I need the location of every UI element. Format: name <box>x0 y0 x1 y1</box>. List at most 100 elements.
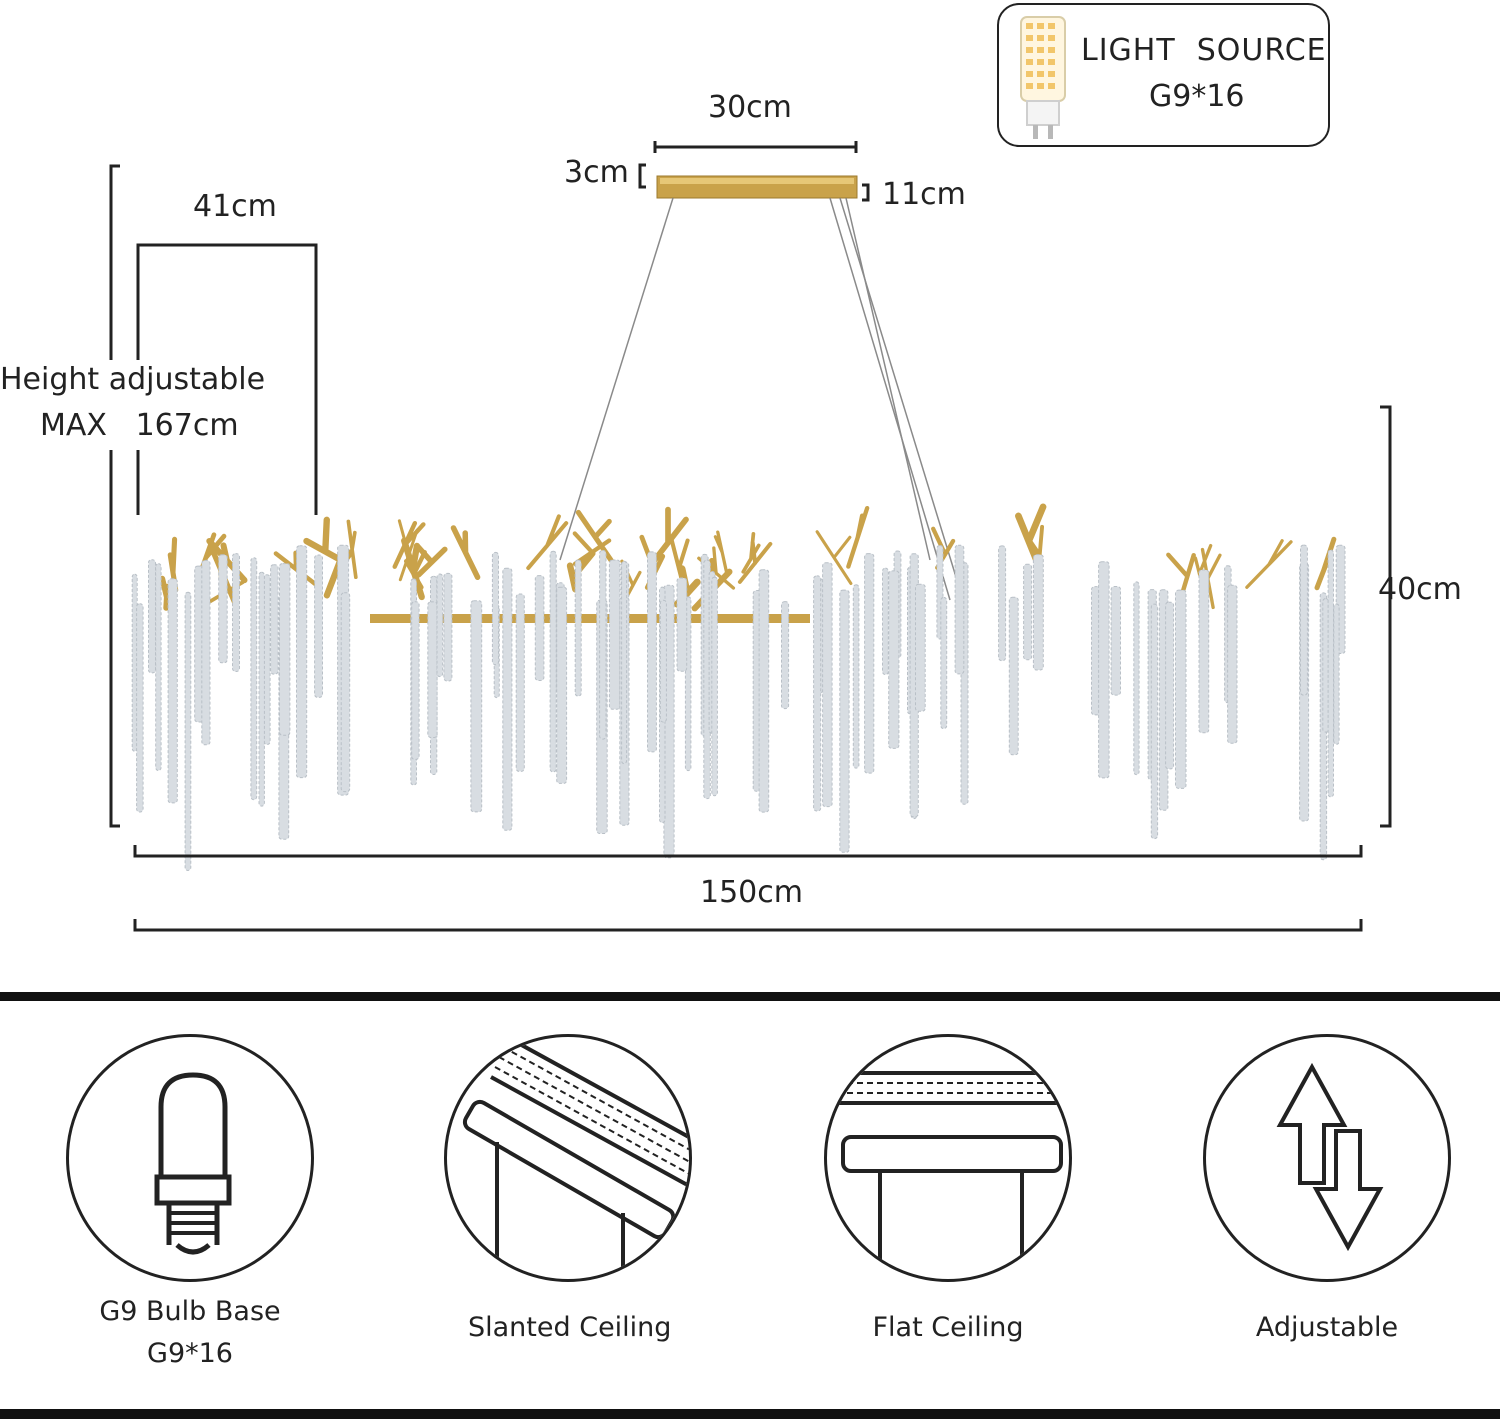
g9-bulb-icon <box>154 1072 232 1255</box>
light-source-title: LIGHT SOURCE <box>1081 33 1327 68</box>
gold-branch <box>526 514 569 571</box>
crystal-strand <box>1227 584 1238 744</box>
crystal-strand <box>270 564 279 675</box>
crystal-strand <box>711 576 718 797</box>
gold-branch <box>346 519 358 580</box>
g9-led-bulb-icon <box>1020 16 1066 139</box>
crystal-strand <box>882 567 889 676</box>
max-height-bracket <box>109 164 120 828</box>
gold-branch <box>713 530 729 575</box>
gold-branch <box>392 520 426 569</box>
crystal-strand <box>1098 561 1110 779</box>
g9-bulb-base-circle <box>66 1034 314 1282</box>
crystal-strand <box>888 570 900 749</box>
crystal-strand <box>534 575 545 681</box>
section-divider-bottom <box>0 1409 1500 1419</box>
gold-branch <box>159 575 171 611</box>
gold-branch <box>1245 539 1293 589</box>
feature-label-g9: G9 Bulb Base <box>99 1296 281 1327</box>
flat-ceiling-icon <box>827 1071 1069 1279</box>
canopy-thickness-label: 3cm <box>564 155 629 190</box>
chandelier-diagram <box>109 141 1392 932</box>
crystal-strand <box>1133 581 1140 776</box>
gold-branch <box>273 550 319 587</box>
crystal-strand <box>758 569 770 813</box>
slanted-ceiling-circle <box>444 1034 692 1282</box>
height-note-line1: Height adjustable <box>0 362 266 397</box>
crystal-strand <box>184 591 192 871</box>
crystal-strand <box>201 559 211 746</box>
gold-branch <box>415 544 448 578</box>
crystal-strand <box>314 554 324 698</box>
crystal-strand <box>167 578 178 804</box>
feature-label-adjustable: Adjustable <box>1255 1312 1399 1343</box>
crystal-strand <box>549 550 557 773</box>
crystal-strand <box>502 567 513 831</box>
crystal-strand <box>915 583 926 712</box>
crystal-strand <box>470 600 483 813</box>
crystal-strand <box>515 593 525 772</box>
crystal-strand <box>258 571 265 807</box>
light-source-value: G9*16 <box>1149 79 1245 114</box>
crystal-strand <box>136 603 144 813</box>
crystal-strand <box>998 545 1007 662</box>
crystal-strand <box>599 549 607 740</box>
crystal-strand <box>822 562 833 808</box>
crystal-strand <box>218 554 228 664</box>
suspension-wires <box>559 197 961 601</box>
crystal-strand <box>443 572 453 682</box>
crystal-strand <box>1150 603 1159 840</box>
height-note-line2: MAX 167cm <box>40 408 239 443</box>
crystal-strand <box>647 551 657 753</box>
crystal-strand <box>131 573 138 752</box>
length-line-lower <box>133 919 1363 932</box>
crystal-strand <box>1322 598 1330 733</box>
crystal-strand <box>491 551 499 666</box>
crystal-strand <box>296 545 308 779</box>
crystal-strand <box>621 560 628 765</box>
crystal-strand <box>1110 586 1121 696</box>
gold-branch <box>450 525 481 581</box>
crystal-strand <box>852 584 860 769</box>
crystal-strand <box>676 577 688 672</box>
crystal-strand <box>155 563 162 771</box>
crystal-strand <box>1333 603 1340 745</box>
canopy-width-label: 30cm <box>708 90 792 125</box>
adjustable-arrows-icon <box>1276 1062 1384 1252</box>
crystal-strand <box>232 553 240 672</box>
crystal-strand <box>1165 601 1175 770</box>
feature-label-flat: Flat Ceiling <box>872 1312 1024 1343</box>
crystal-strand <box>781 601 790 710</box>
crystal-strand <box>263 574 271 745</box>
crystal-strand <box>1008 596 1019 756</box>
light-source-box: LIGHT SOURCE G9*16 <box>997 3 1330 147</box>
crystal-strand <box>1023 563 1033 661</box>
crystal-strand <box>1032 554 1044 671</box>
frame-bar <box>370 614 810 623</box>
slanted-ceiling-icon <box>462 1037 689 1279</box>
fixture-height-label: 40cm <box>1378 572 1462 607</box>
gold-branch <box>846 505 870 569</box>
fixture-depth-label: 41cm <box>193 189 277 224</box>
crystal-strand <box>864 553 875 774</box>
crystal-strand <box>148 559 156 674</box>
adjustable-circle <box>1203 1034 1451 1282</box>
crystal-strand <box>411 601 420 760</box>
crystal-strand <box>813 575 822 812</box>
gold-branch <box>575 509 615 565</box>
section-divider-top <box>0 992 1500 1001</box>
crystal-strand <box>279 563 291 736</box>
flat-ceiling-circle <box>824 1034 1072 1282</box>
crystal-strand <box>574 559 582 697</box>
crystal-strand <box>1327 549 1334 798</box>
crystal-strands <box>131 544 1346 871</box>
gold-branch <box>815 530 853 586</box>
fixture-length-label: 150cm <box>700 875 803 910</box>
crystal-strand <box>1300 544 1308 696</box>
crystal-strand <box>954 544 965 675</box>
gold-branch <box>737 540 773 584</box>
crystal-strand <box>940 596 948 730</box>
crystal-strand <box>1175 589 1187 789</box>
crystal-strand <box>659 599 667 723</box>
height-bracket <box>1380 405 1392 828</box>
